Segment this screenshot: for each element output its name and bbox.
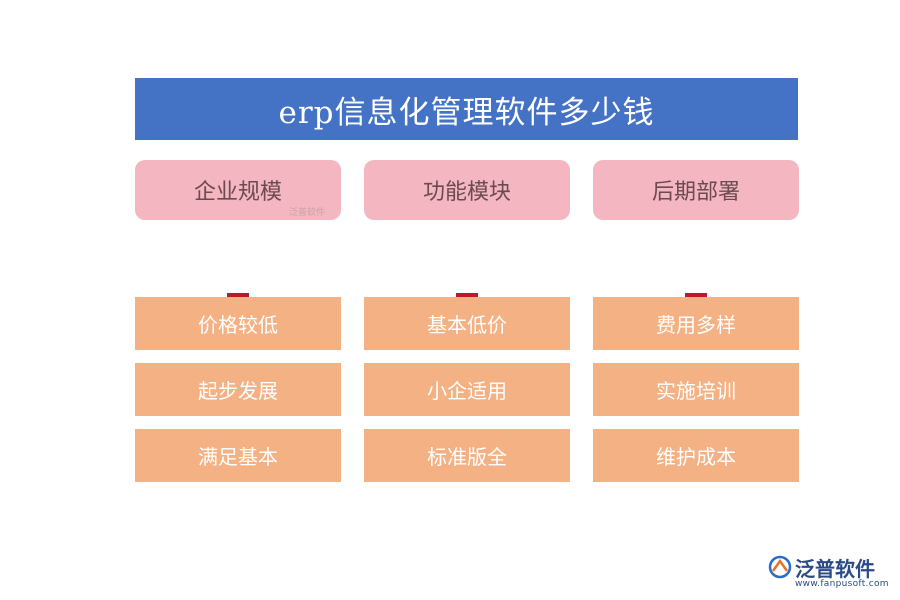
column-1-item-2: 起步发展 [135,363,341,416]
column-1-item-3: 满足基本 [135,429,341,482]
brand-logo: 泛普软件 www.fanpusoft.com [768,553,893,593]
arrow-down-icon [364,220,570,343]
column-3: 后期部署 费用多样 实施培训 维护成本 [593,160,799,482]
arrow-down-icon [135,220,341,343]
column-3-item-3: 维护成本 [593,429,799,482]
column-3-items: 费用多样 实施培训 维护成本 [593,297,799,495]
column-1-item-1: 价格较低 [135,297,341,350]
column-2-item-2: 小企适用 [364,363,570,416]
column-3-item-2: 实施培训 [593,363,799,416]
column-2-item-3: 标准版全 [364,429,570,482]
column-2: 功能模块 基本低价 小企适用 标准版全 [364,160,570,482]
column-3-heading: 后期部署 [593,160,799,220]
column-3-item-1: 费用多样 [593,297,799,350]
column-1-heading-text: 企业规模 [193,180,282,205]
logo-brand-text: 泛普软件 [795,557,875,581]
column-1: 企业规模 泛普软件 价格较低 起步发展 满足基本 [135,160,341,482]
column-2-item-1: 基本低价 [364,297,570,350]
diagram-title: erp信息化管理软件多少钱 [135,78,798,140]
logo-url-text: www.fanpusoft.com [795,579,889,589]
fanpu-logo-icon [768,555,792,579]
arrow-down-icon [593,220,799,343]
column-2-items: 基本低价 小企适用 标准版全 [364,297,570,495]
column-2-heading: 功能模块 [364,160,570,220]
column-1-heading: 企业规模 泛普软件 [135,160,341,220]
small-watermark: 泛普软件 [288,208,325,218]
column-1-items: 价格较低 起步发展 满足基本 [135,297,341,495]
